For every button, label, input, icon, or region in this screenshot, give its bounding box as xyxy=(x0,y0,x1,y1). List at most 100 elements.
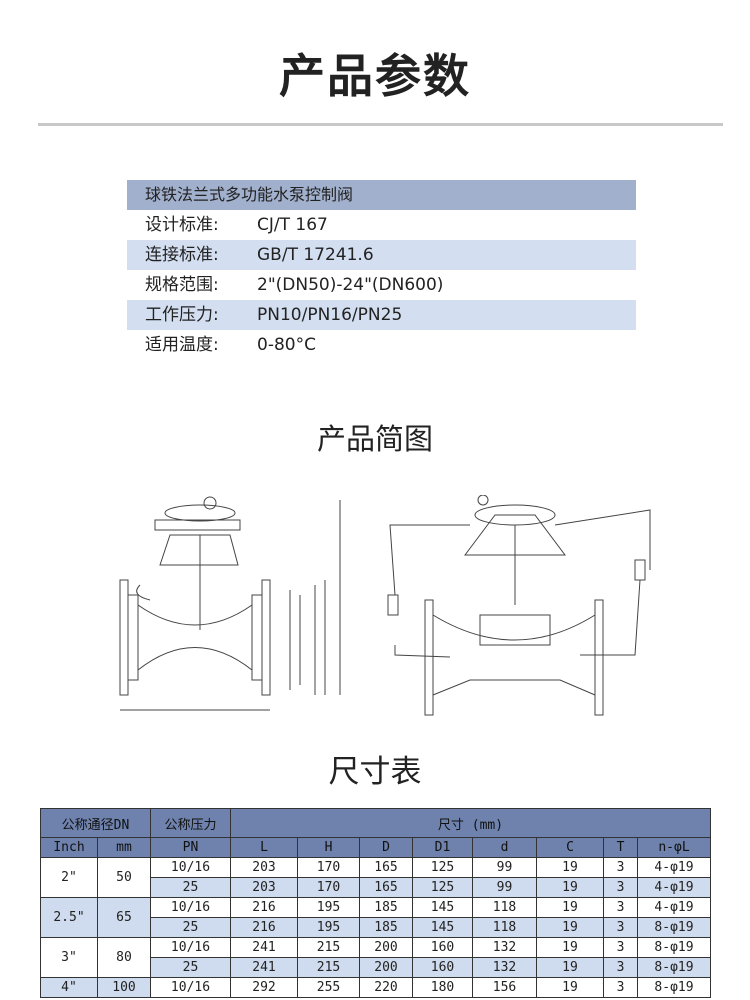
cell-inch: 3" xyxy=(40,937,98,978)
cell: 3 xyxy=(603,877,638,898)
cell: 19 xyxy=(536,957,604,978)
cell: 200 xyxy=(359,937,413,958)
cell: 19 xyxy=(536,917,604,938)
params-heading: 产品参数 xyxy=(279,49,471,103)
header-col: d xyxy=(472,837,537,858)
cell: 160 xyxy=(412,937,473,958)
valve-drawing-dimensioned xyxy=(119,496,341,711)
cell: 8-φ19 xyxy=(637,957,711,978)
cell: 3 xyxy=(603,937,638,958)
spec-label: 工作压力: xyxy=(145,305,219,325)
cell: 3 xyxy=(603,897,638,918)
cell: 132 xyxy=(472,957,537,978)
spec-value: CJ/T 167 xyxy=(257,215,328,235)
cell: 241 xyxy=(230,957,298,978)
spec-row: 设计标准: CJ/T 167 xyxy=(127,210,636,240)
cell: 160 xyxy=(412,957,473,978)
cell: 220 xyxy=(359,977,413,998)
cell: 215 xyxy=(297,937,360,958)
header-col: C xyxy=(536,837,604,858)
cell: 10/16 xyxy=(150,977,231,998)
divider xyxy=(38,123,723,126)
cell: 118 xyxy=(472,917,537,938)
cell: 19 xyxy=(536,897,604,918)
spec-value: PN10/PN16/PN25 xyxy=(257,305,403,325)
cell-mm: 80 xyxy=(97,937,151,978)
cell: 99 xyxy=(472,857,537,878)
header-dn: 公称通径DN xyxy=(40,808,151,838)
spec-row: 适用温度: 0-80°C xyxy=(127,330,636,360)
header-col: H xyxy=(297,837,360,858)
header-col: T xyxy=(603,837,638,858)
header-pn2: PN xyxy=(150,837,231,858)
cell: 3 xyxy=(603,957,638,978)
cell: 170 xyxy=(297,857,360,878)
header-mm: mm xyxy=(97,837,151,858)
cell: 10/16 xyxy=(150,937,231,958)
cell-mm: 50 xyxy=(97,857,151,898)
valve-drawing-pipework xyxy=(387,495,651,716)
cell: 180 xyxy=(412,977,473,998)
cell: 200 xyxy=(359,957,413,978)
diagram-heading: 产品简图 xyxy=(316,422,433,456)
cell: 10/16 xyxy=(150,897,231,918)
spec-row: 规格范围: 2"(DN50)-24"(DN600) xyxy=(127,270,636,300)
cell-mm: 100 xyxy=(97,977,151,998)
cell: 216 xyxy=(230,897,298,918)
spec-label: 适用温度: xyxy=(145,335,219,355)
spec-value: GB/T 17241.6 xyxy=(257,245,374,265)
spec-value: 2"(DN50)-24"(DN600) xyxy=(257,275,444,295)
cell: 8-φ19 xyxy=(637,977,711,998)
cell: 19 xyxy=(536,857,604,878)
cell: 195 xyxy=(297,917,360,938)
cell: 185 xyxy=(359,917,413,938)
header-col: n-φL xyxy=(637,837,711,858)
cell: 165 xyxy=(359,857,413,878)
spec-value: 0-80°C xyxy=(257,335,316,355)
spec-label: 规格范围: xyxy=(145,275,219,295)
cell-inch: 4" xyxy=(40,977,98,998)
header-col: D xyxy=(359,837,413,858)
cell: 215 xyxy=(297,957,360,978)
header-col: L xyxy=(230,837,298,858)
cell: 203 xyxy=(230,857,298,878)
header-inch: Inch xyxy=(40,837,98,858)
cell: 4-φ19 xyxy=(637,857,711,878)
spec-row: 连接标准: GB/T 17241.6 xyxy=(127,240,636,270)
cell: 3 xyxy=(603,917,638,938)
cell: 10/16 xyxy=(150,857,231,878)
cell: 25 xyxy=(150,917,231,938)
spec-label: 设计标准: xyxy=(145,215,219,235)
cell-inch: 2.5" xyxy=(40,897,98,938)
cell: 195 xyxy=(297,897,360,918)
cell: 4-φ19 xyxy=(637,877,711,898)
cell: 125 xyxy=(412,857,473,878)
cell: 4-φ19 xyxy=(637,897,711,918)
cell: 145 xyxy=(412,897,473,918)
cell: 241 xyxy=(230,937,298,958)
cell: 3 xyxy=(603,977,638,998)
header-col: D1 xyxy=(412,837,473,858)
cell: 170 xyxy=(297,877,360,898)
cell: 19 xyxy=(536,977,604,998)
spec-label: 连接标准: xyxy=(145,245,219,265)
cell: 99 xyxy=(472,877,537,898)
spec-row: 工作压力: PN10/PN16/PN25 xyxy=(127,300,636,330)
cell: 8-φ19 xyxy=(637,937,711,958)
cell: 165 xyxy=(359,877,413,898)
cell: 25 xyxy=(150,957,231,978)
cell: 125 xyxy=(412,877,473,898)
cell: 19 xyxy=(536,877,604,898)
cell: 255 xyxy=(297,977,360,998)
cell: 8-φ19 xyxy=(637,917,711,938)
cell: 292 xyxy=(230,977,298,998)
